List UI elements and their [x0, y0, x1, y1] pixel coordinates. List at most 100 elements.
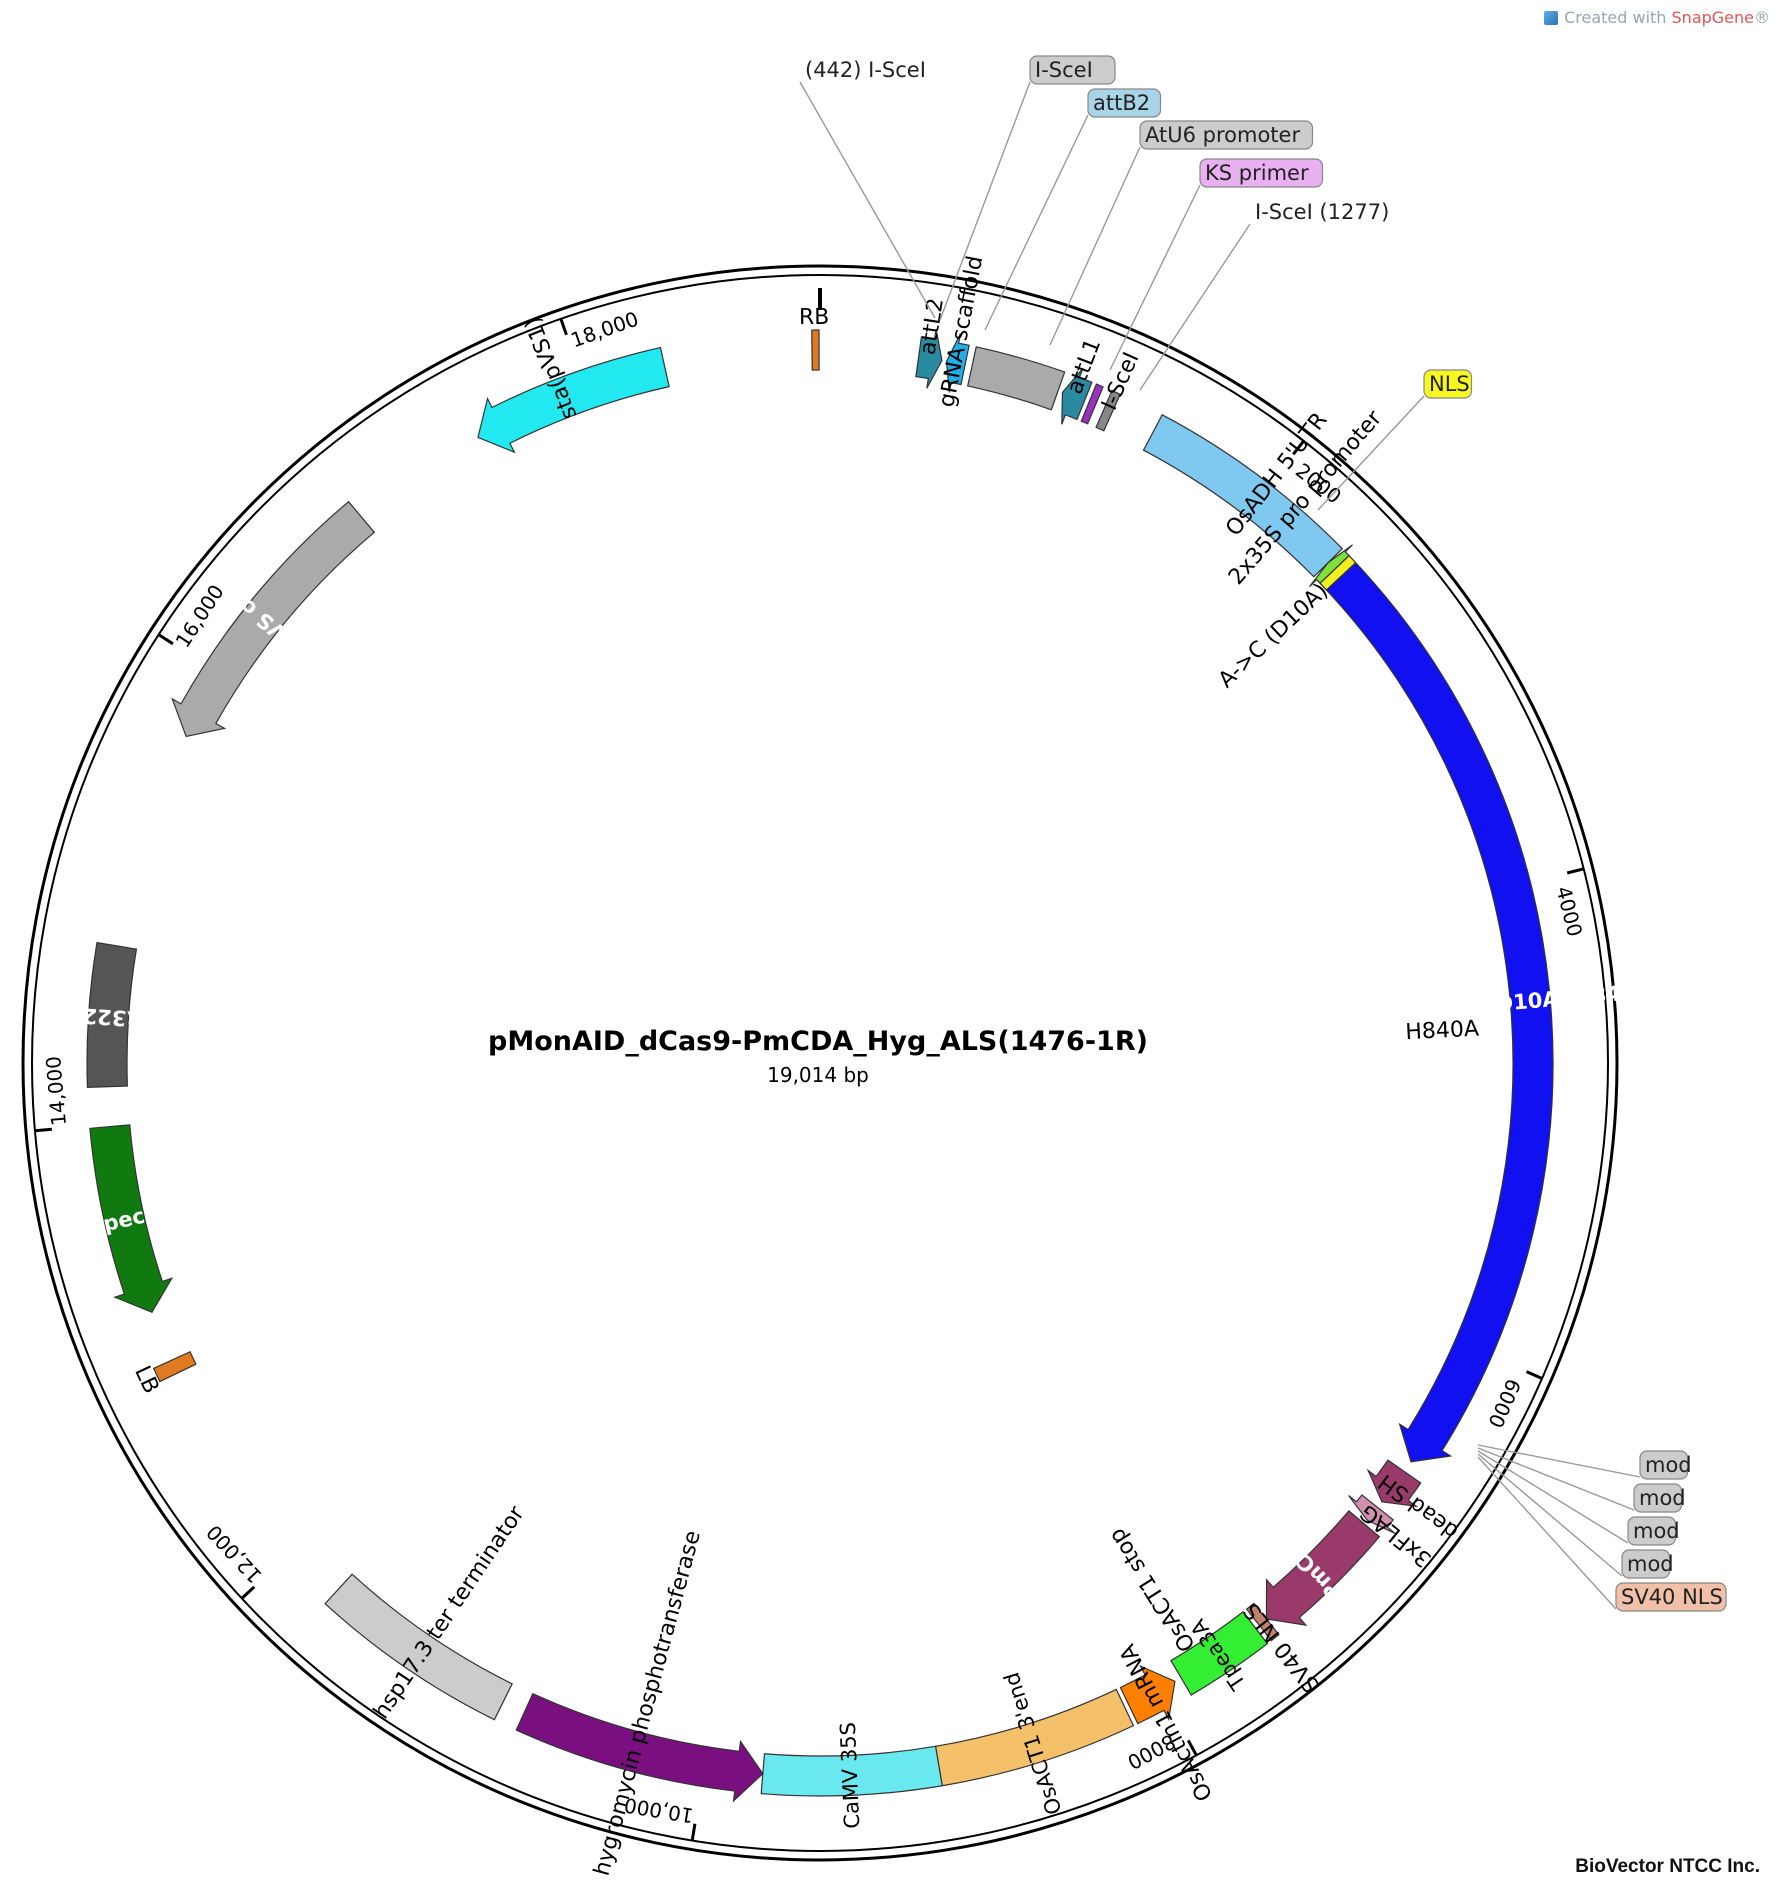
- snapgene-credit: Created with SnapGene®: [1544, 8, 1770, 27]
- feature-label: H840A: [1405, 1017, 1480, 1046]
- feature-oscas9-d10a-h840a[interactable]: [1319, 554, 1554, 1463]
- backbone-inner-ring: [31, 274, 1609, 1852]
- feature-osactin1-mrna[interactable]: [1119, 1664, 1176, 1725]
- feature-hsp17-3-ter-terminator[interactable]: [324, 1573, 513, 1721]
- plasmid-length: 19,014 bp: [767, 1063, 869, 1087]
- callout-text: mod: [1627, 1552, 1674, 1576]
- leader-line: [1109, 184, 1201, 371]
- callout-nls[interactable]: NLS: [1317, 369, 1473, 511]
- feature-label: attL2: [916, 296, 949, 356]
- feature-pvs-ori[interactable]: [171, 500, 376, 738]
- leader-line: [939, 81, 1031, 321]
- leader-line: [1477, 1456, 1617, 1610]
- callout-box: [1639, 1450, 1689, 1480]
- feature-sv40-nls[interactable]: [1245, 1602, 1280, 1642]
- leader-line: [1049, 146, 1141, 346]
- tick-mark: [157, 633, 174, 646]
- feature-nls[interactable]: [1319, 554, 1357, 591]
- callout-mod[interactable]: mod: [1477, 1447, 1686, 1513]
- callout-ks-primer[interactable]: KS primer: [1109, 158, 1324, 371]
- feature-specr[interactable]: [89, 1124, 174, 1313]
- tick-label: 14,000: [41, 1055, 71, 1127]
- feature-attl1[interactable]: [1061, 367, 1093, 425]
- callout-sv40-nls[interactable]: SV40 NLS: [1477, 1456, 1727, 1612]
- feature-tpea3a[interactable]: [1170, 1611, 1269, 1696]
- feature-hygromycin-phosphotransferase[interactable]: [515, 1692, 764, 1803]
- tick-mark: [1525, 1370, 1543, 1380]
- credit-prefix: Created with: [1564, 8, 1672, 27]
- callout-box: [1621, 1549, 1671, 1579]
- feature-2x35s-pro-promoter[interactable]: [1142, 413, 1344, 578]
- leader-line: [1477, 1447, 1635, 1511]
- plasmid-backbone: [21, 264, 1619, 1862]
- tick-mark: [34, 1127, 52, 1133]
- callout-text: NLS: [1429, 372, 1470, 396]
- feature-sta-pvs1[interactable]: [477, 346, 670, 454]
- tick-mark: [1566, 867, 1585, 875]
- feature-attl2[interactable]: [915, 329, 943, 389]
- callout-mod[interactable]: mod: [1477, 1450, 1680, 1546]
- callout-box: [1627, 1516, 1677, 1546]
- tick-label: 4000: [1551, 884, 1587, 939]
- callout-mod[interactable]: mod: [1477, 1453, 1674, 1579]
- leader-line: [1477, 1453, 1623, 1577]
- callout-atu6-promoter[interactable]: AtU6 promoter: [1049, 120, 1314, 346]
- callout-text: I-SceI (1277): [1255, 200, 1389, 224]
- callout-box: [1087, 88, 1162, 118]
- leader-line: [799, 81, 936, 319]
- credit-brand: SnapGene: [1671, 8, 1754, 27]
- feature-atu6-promoter[interactable]: [966, 346, 1066, 411]
- callout-i-scei-1277[interactable]: I-SceI (1277): [1139, 200, 1389, 391]
- callout-text: AtU6 promoter: [1145, 123, 1300, 147]
- leader-line: [984, 114, 1089, 331]
- feature-label: A->C (D10A): [1214, 579, 1333, 693]
- feature-ks-primer[interactable]: [1080, 383, 1104, 425]
- feature-lb[interactable]: [152, 1350, 197, 1383]
- feature-label: I-SceI: [1097, 349, 1144, 414]
- callout-text: KS primer: [1205, 161, 1309, 185]
- feature-label-inside: pBR322 ori: [43, 1001, 175, 1034]
- callout-text: (442) I-SceI: [805, 58, 926, 82]
- feature-osadh-5-utr[interactable]: [1309, 544, 1353, 588]
- leader-line: [1317, 395, 1425, 511]
- tick-label: 6000: [1483, 1375, 1525, 1431]
- leader-line: [1477, 1444, 1641, 1478]
- callout-text: attB2: [1093, 91, 1150, 115]
- feature-grna-scaffold[interactable]: [945, 333, 970, 393]
- callout-box: [1199, 158, 1324, 188]
- callout-i-scei[interactable]: I-SceI: [939, 55, 1116, 321]
- feature-i-scei[interactable]: [1095, 389, 1122, 432]
- backbone-outer-ring: [21, 264, 1619, 1862]
- callout-text: mod: [1645, 1453, 1692, 1477]
- callout-box: [1615, 1582, 1727, 1612]
- footer-credit: BioVector NTCC Inc.: [1575, 1856, 1760, 1877]
- leader-line: [1139, 223, 1251, 391]
- callout-box: [1633, 1483, 1683, 1513]
- callout-442-i-scei[interactable]: (442) I-SceI: [799, 58, 936, 319]
- feature-label: RB: [799, 305, 830, 330]
- tick-mark: [1292, 440, 1305, 456]
- feature-label-inside: CaMV 35S: [836, 1722, 865, 1830]
- feature-rb[interactable]: [811, 329, 820, 371]
- callout-text: mod: [1633, 1519, 1680, 1543]
- leader-line: [1477, 1450, 1629, 1544]
- feature-label: OsACT1 stop: [1104, 1524, 1200, 1656]
- callout-attb2[interactable]: attB2: [984, 88, 1162, 331]
- tick-mark: [690, 1823, 697, 1841]
- callout-text: mod: [1639, 1486, 1686, 1510]
- feature-3xflag[interactable]: [1348, 1494, 1396, 1535]
- callout-text: I-SceI: [1035, 58, 1093, 82]
- feature-dead-sh[interactable]: [1366, 1459, 1422, 1508]
- callout-text: SV40 NLS: [1621, 1585, 1723, 1609]
- tick-mark: [559, 318, 568, 336]
- plasmid-name: pMonAID_dCas9-PmCDA_Hyg_ALS(1476-1R): [488, 1026, 1148, 1057]
- snapgene-logo-icon: [1544, 11, 1559, 25]
- callout-mod[interactable]: mod: [1477, 1444, 1692, 1480]
- tick-mark: [240, 1585, 256, 1600]
- tick-mark: [1186, 1739, 1198, 1757]
- feature-pbr322-ori[interactable]: [86, 941, 138, 1088]
- callout-box: [1139, 120, 1314, 150]
